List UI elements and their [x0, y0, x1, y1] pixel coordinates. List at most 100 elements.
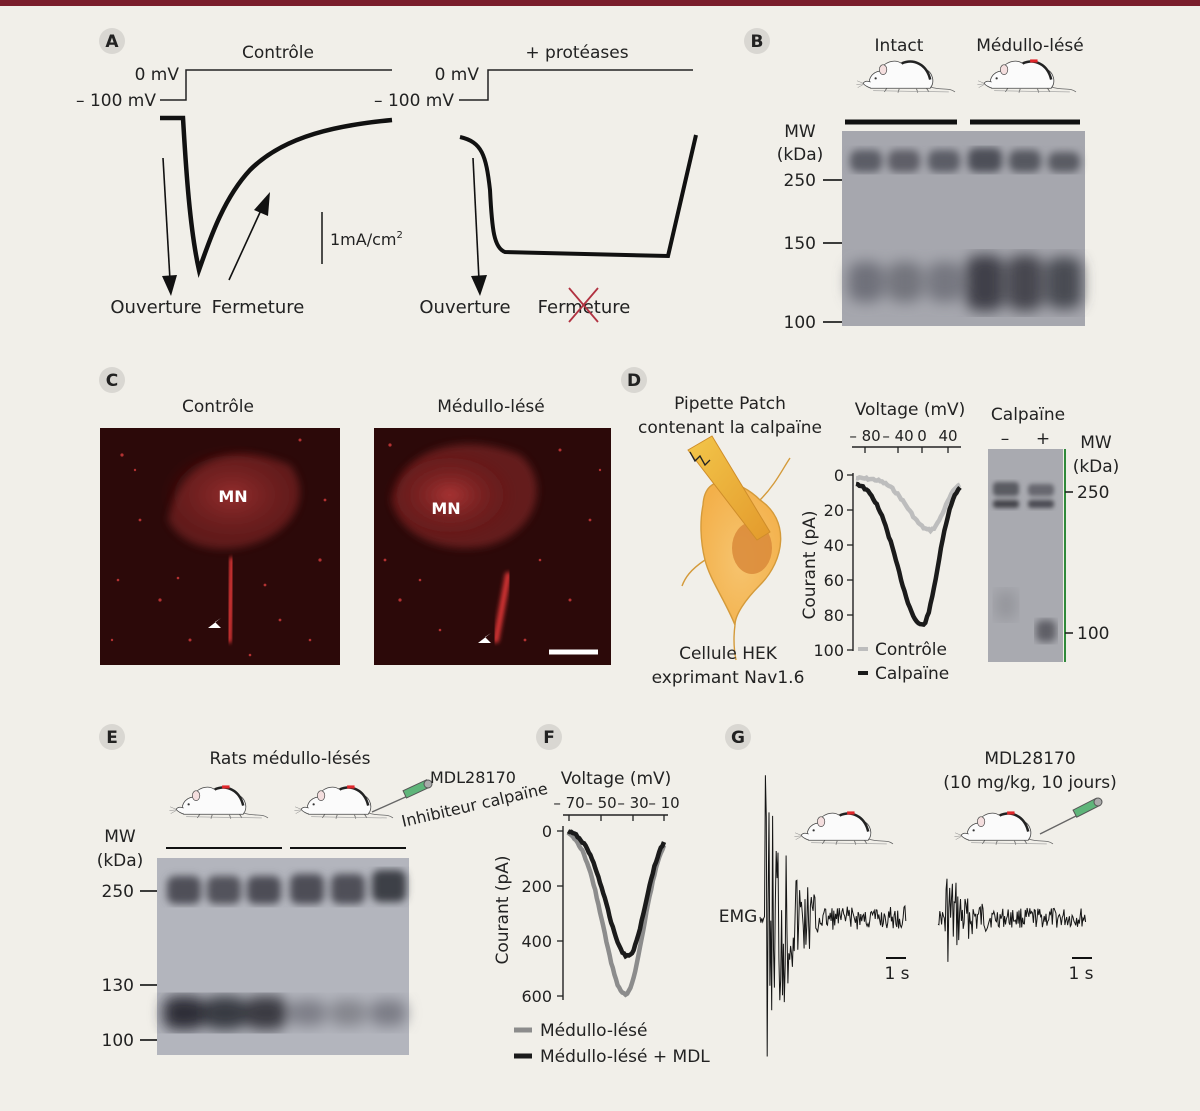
d-x-tick-label: – 80 [849, 427, 880, 445]
panel-d-label: D [627, 371, 641, 391]
closing-crossed-out-mark [568, 287, 599, 323]
mw-label-b-1: MW [784, 122, 816, 142]
d-y-tick-label: 40 [824, 536, 844, 555]
mw-label-d-100: 100 [1077, 624, 1109, 644]
western-blot-d [988, 449, 1063, 662]
opening-label-right: Ouverture [419, 297, 510, 318]
rat-injured-e [169, 785, 269, 819]
panel-g: G MDL28170 (10 mg/kg, 10 jours) EMG 1 s … [719, 724, 1117, 1057]
panel-c: C Contrôle Médullo-lésé MN [99, 367, 611, 665]
panel-d: D Pipette Patch contenant la calpaïne Ce… [621, 367, 1119, 688]
top-bar [0, 0, 1200, 6]
opening-arrow-right-head [471, 275, 487, 296]
mw-label-e-1: MW [104, 827, 136, 847]
d-y-tick-label: 80 [824, 606, 844, 625]
v-low-label-right: – 100 mV [374, 91, 454, 111]
micrograph-right-title: Médullo-lésé [437, 397, 545, 417]
blot-d-minus: – [1001, 429, 1010, 449]
mw-label-b-2: (kDa) [777, 145, 824, 165]
mw-label-e-2: (kDa) [97, 851, 144, 871]
western-blot-e [157, 858, 409, 1055]
d-y-tick-label: 60 [824, 571, 844, 590]
f-x-tick-label: – 10 [648, 794, 679, 812]
axon-arrowhead-left [208, 618, 221, 628]
mw-label-e-100: 100 [102, 1031, 134, 1051]
group-injured-label: Médullo-lésé [976, 36, 1084, 56]
axon-arrowhead-right [478, 633, 491, 643]
v-high-label-left: 0 mV [135, 65, 180, 85]
f-trace-injured [566, 830, 667, 998]
g-drug-line1: MDL28170 [984, 749, 1075, 769]
rat-treated-g [954, 811, 1054, 845]
emg-trace-treated [937, 878, 1087, 962]
rat-injured-g [794, 811, 894, 845]
d-voltage-title: Voltage (mV) [855, 400, 966, 420]
mw-label-d-250: 250 [1077, 483, 1109, 503]
protease-current-trace [459, 134, 698, 259]
e-title: Rats médullo-lésés [209, 749, 370, 769]
time-scale-label-right: 1 s [1068, 964, 1093, 984]
f-x-tick-label: – 30 [617, 794, 648, 812]
f-legend-injured: Médullo-lésé [540, 1021, 648, 1041]
f-x-tick-label: – 70 [553, 794, 584, 812]
opening-arrow-right-shaft [472, 157, 480, 281]
panel-f-label: F [543, 728, 555, 748]
d-x-tick-label: 40 [938, 427, 957, 445]
panel-b: B Intact Médullo-lésé MW (kDa) [744, 28, 1085, 333]
d-trace-control [855, 474, 962, 535]
rat-treated-e [294, 785, 394, 819]
cell-caption-1: Cellule HEK [679, 644, 778, 664]
panel-f: F Voltage (mV) – 70– 50– 30– 10 02004006… [493, 724, 710, 1067]
time-scale-label-left: 1 s [884, 964, 909, 984]
g-drug-line2: (10 mg/kg, 10 jours) [943, 773, 1117, 793]
control-title: Contrôle [242, 43, 314, 63]
rat-injured-illustration [977, 59, 1077, 93]
v-low-label-left: – 100 mV [76, 91, 156, 111]
emg-label: EMG [719, 907, 758, 927]
panel-e: E Rats médullo-lésés MDL28170 Inhibiteur… [97, 724, 549, 1055]
f-voltage-title: Voltage (mV) [561, 769, 672, 789]
closing-arrow-head [254, 192, 270, 216]
closing-label-left: Fermeture [212, 297, 305, 318]
syringe-icon-g [1039, 797, 1103, 835]
voltage-step-protease [459, 69, 693, 101]
panel-g-label: G [731, 728, 745, 748]
panel-a-label: A [105, 32, 119, 52]
micrograph-injured: MN [374, 428, 611, 665]
mw-label-e-130: 130 [102, 976, 134, 996]
f-y-tick-label: 600 [521, 987, 552, 1006]
opening-arrow-left-shaft [162, 157, 171, 281]
mw-label-b-250: 250 [784, 171, 816, 191]
pipette-caption-1: Pipette Patch [674, 394, 786, 414]
closing-label-right: Fermeture [538, 297, 631, 318]
panel-c-badge [99, 367, 125, 393]
mw-label-e-250: 250 [102, 882, 134, 902]
d-x-tick-label: 0 [917, 427, 927, 445]
panel-b-badge [744, 28, 770, 54]
cell-caption-2: exprimant Nav1.6 [652, 668, 805, 688]
panel-e-badge [99, 724, 125, 750]
mw-label-b-150: 150 [784, 234, 816, 254]
syringe-icon [371, 779, 433, 813]
drug-label-e: MDL28170 [430, 768, 516, 787]
panel-e-label: E [106, 728, 118, 748]
panel-f-badge [536, 724, 562, 750]
control-current-trace [160, 115, 393, 279]
closing-arrow-shaft [228, 207, 263, 281]
mn-label-right: MN [431, 499, 460, 518]
d-trace-calpain [855, 481, 962, 628]
mw-label-b-100: 100 [784, 313, 816, 333]
mw-label-d-2: (kDa) [1073, 457, 1120, 477]
hek-cell-illustration [681, 435, 791, 661]
panel-a: A Contrôle + protéases 0 mV – 100 mV 0 m… [76, 28, 698, 323]
panel-c-label: C [106, 371, 118, 391]
v-high-label-right: 0 mV [435, 65, 480, 85]
d-legend-calpain: Calpaïne [875, 664, 949, 684]
current-scale-label: 1mA/cm2 [330, 230, 403, 249]
f-trace-mdl [566, 829, 667, 960]
opening-arrow-left-head [162, 275, 177, 296]
protease-title: + protéases [525, 43, 628, 63]
